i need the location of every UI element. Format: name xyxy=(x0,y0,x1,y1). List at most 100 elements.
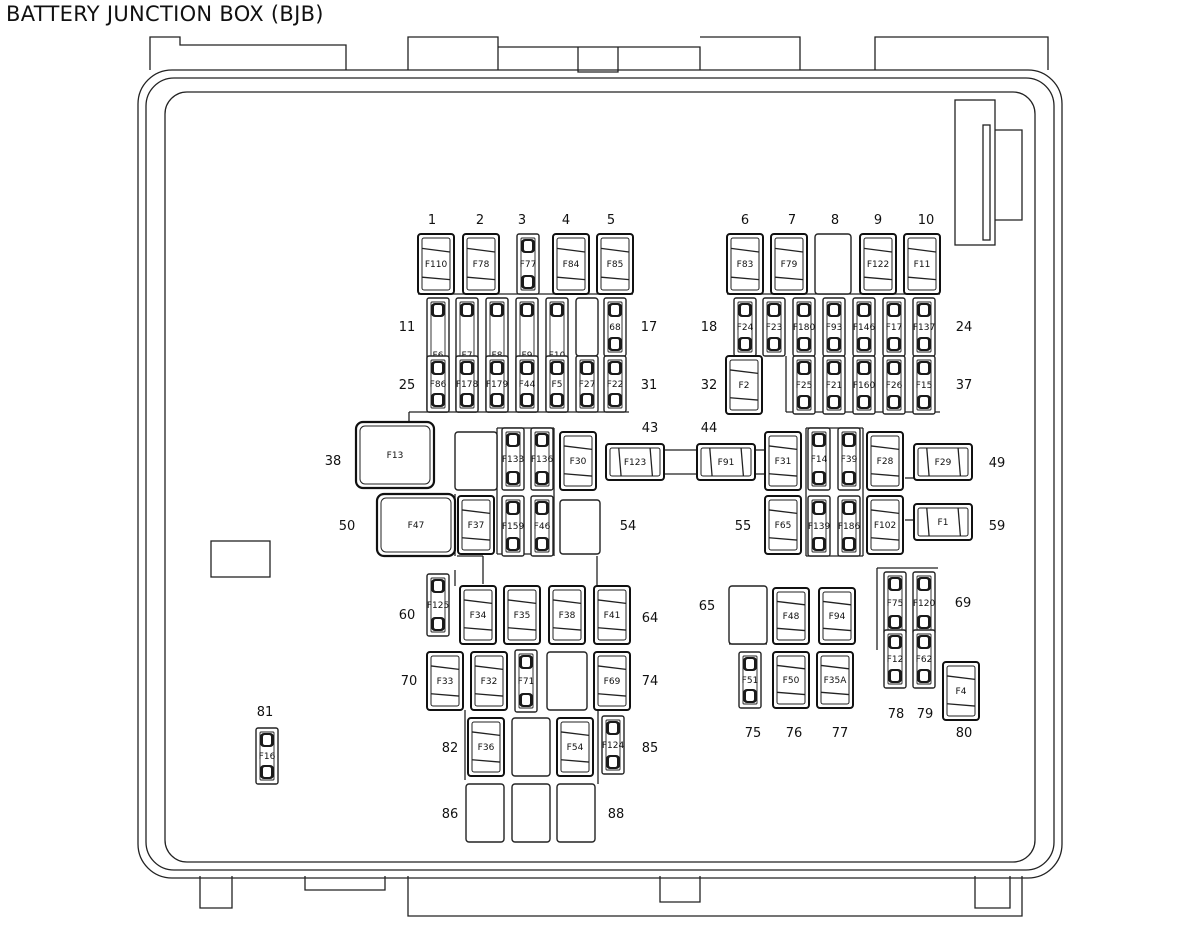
fuse-position-88 xyxy=(556,783,596,843)
position-label: 18 xyxy=(701,320,718,335)
fuse-f136: F136 xyxy=(530,427,554,491)
position-label: 64 xyxy=(642,611,659,626)
fuse-f13: F13 xyxy=(354,420,436,490)
position-label: 49 xyxy=(989,456,1006,471)
fuse-f84: F84 xyxy=(552,233,590,295)
position-label: 60 xyxy=(399,608,416,623)
fuse-f25: F25 xyxy=(792,355,816,415)
fuse-label: F47 xyxy=(408,521,425,531)
position-label: 43 xyxy=(642,421,659,436)
fuse-f186: F186 xyxy=(837,495,861,557)
position-label: 75 xyxy=(745,726,762,741)
fuse-f4: F4 xyxy=(942,661,980,721)
fuse-label: F50 xyxy=(783,676,800,686)
fuse-label: F13 xyxy=(387,451,404,461)
fuse-label: F33 xyxy=(437,677,454,687)
fuse-f124: F124 xyxy=(601,715,625,775)
fuse-label: F85 xyxy=(607,260,624,270)
fuse-label: F91 xyxy=(718,458,735,468)
position-label: 3 xyxy=(518,213,526,228)
fuse-f85: F85 xyxy=(596,233,634,295)
fuse-f75: F75 xyxy=(883,571,907,635)
fuse-f137: F137 xyxy=(912,297,936,357)
position-label: 74 xyxy=(642,674,659,689)
fuse-position-73 xyxy=(546,651,588,711)
position-label: 77 xyxy=(832,726,849,741)
position-label: 31 xyxy=(641,378,658,393)
fuse-f22: F22 xyxy=(603,355,627,413)
fuse-f159: F159 xyxy=(501,495,525,557)
fuse-label: F28 xyxy=(877,457,894,467)
position-label: 50 xyxy=(339,519,356,534)
fuse-label: F15 xyxy=(916,381,933,391)
fuse-f123: F123 xyxy=(605,443,665,481)
fuse-f36: F36 xyxy=(467,717,505,777)
fuse-f34: F34 xyxy=(459,585,497,645)
fuse-label: F110 xyxy=(425,260,448,270)
fuse-f29: F29 xyxy=(913,443,973,481)
fuse-f51: F51 xyxy=(738,651,762,709)
position-label: 6 xyxy=(741,213,749,228)
fuse-f69: F69 xyxy=(593,651,631,711)
fuse-label: F4 xyxy=(956,687,967,697)
fuse-label: F38 xyxy=(559,611,576,621)
fuse-label: F160 xyxy=(853,381,876,391)
housing-outline xyxy=(137,36,1063,917)
fuse-label: F31 xyxy=(775,457,792,467)
fuse-f48: F48 xyxy=(772,587,810,645)
fuse-label: F69 xyxy=(604,677,621,687)
fuse-f1: F1 xyxy=(913,503,973,541)
fuse-f11: F11 xyxy=(903,233,941,295)
position-label: 2 xyxy=(476,213,484,228)
fuse-label: F16 xyxy=(259,752,276,762)
position-label: 5 xyxy=(607,213,615,228)
fuse-f24: F24 xyxy=(733,297,757,357)
fuse-label: F21 xyxy=(826,381,843,391)
position-label: 8 xyxy=(831,213,839,228)
position-label: 32 xyxy=(701,378,718,393)
fuse-layer: F110F78F77F84F85F83F79F122F11F6F7F8F9F10… xyxy=(255,233,980,843)
fuse-label: F14 xyxy=(811,455,828,465)
fuse-label: F51 xyxy=(742,676,759,686)
fuse-label: F29 xyxy=(935,458,952,468)
fuse-f77: F77 xyxy=(516,233,540,295)
fuse-label: F178 xyxy=(456,380,479,390)
fuse-label: F180 xyxy=(793,323,816,333)
position-label: 38 xyxy=(325,454,342,469)
fuse-f180: F180 xyxy=(792,297,816,357)
fuse-f33: F33 xyxy=(426,651,464,711)
fuse-f62: F62 xyxy=(912,629,936,689)
fuse-f50: F50 xyxy=(772,651,810,709)
fuse-f160: F160 xyxy=(852,355,876,415)
fuse-label: F23 xyxy=(766,323,783,333)
fuse-label: F186 xyxy=(838,522,861,532)
fuse-f110: F110 xyxy=(417,233,455,295)
fuse-label: F77 xyxy=(520,260,537,270)
position-label: 17 xyxy=(641,320,658,335)
fuse-f120: F120 xyxy=(912,571,936,635)
fuse-label: F11 xyxy=(914,260,931,270)
fuse-f26: F26 xyxy=(882,355,906,415)
fuse-f83: F83 xyxy=(726,233,764,295)
fuse-label: F93 xyxy=(826,323,843,333)
fuse-f71: F71 xyxy=(514,649,538,713)
fuse-label: F35 xyxy=(514,611,531,621)
position-label: 85 xyxy=(642,741,659,756)
fuse-f93: F93 xyxy=(822,297,846,357)
fuse-f65: F65 xyxy=(764,495,802,555)
fuse-f12: F12 xyxy=(883,629,907,689)
fuse-label: F102 xyxy=(874,521,896,531)
fuse-label: F139 xyxy=(808,522,831,532)
position-label: 55 xyxy=(735,519,752,534)
position-label: 65 xyxy=(699,599,716,614)
position-label: 11 xyxy=(399,320,416,335)
position-label: 24 xyxy=(956,320,973,335)
fuse-f46: F46 xyxy=(530,495,554,557)
position-label: 4 xyxy=(562,213,570,228)
position-label: 1 xyxy=(428,213,436,228)
fuse-label: F75 xyxy=(887,599,904,609)
position-label: 86 xyxy=(442,807,459,822)
fuse-label: F41 xyxy=(604,611,621,621)
